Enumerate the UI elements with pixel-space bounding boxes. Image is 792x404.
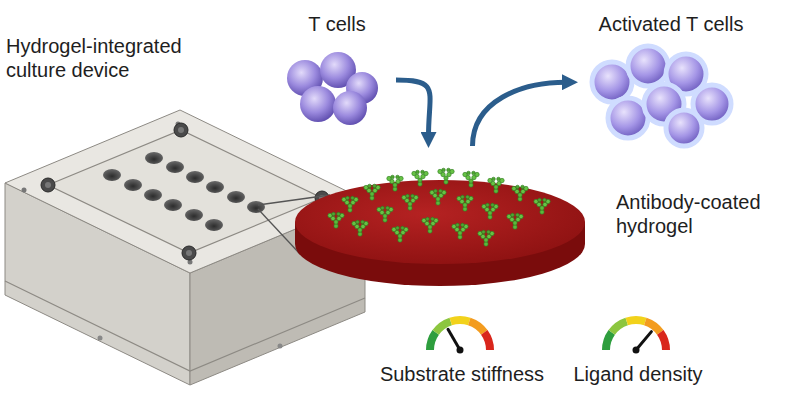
culture-device-part (22, 188, 27, 193)
wells-part (103, 169, 121, 181)
hydrogel-disc: Antibody-coated hydrogel (290, 148, 790, 288)
antibodies-part (377, 206, 393, 222)
node-label: Antibody-coated hydrogel (616, 190, 786, 238)
wells-part (206, 181, 224, 193)
antibodies-part (534, 198, 550, 214)
leader-lines-part (258, 209, 300, 254)
flow-arrow (473, 82, 567, 146)
culture-device-part (48, 130, 322, 253)
wells-part (166, 161, 184, 173)
density-dial-part (606, 320, 666, 350)
antibodies-part (392, 226, 408, 242)
density-dial (606, 320, 666, 353)
antibodies-part (364, 184, 380, 200)
screws (41, 123, 329, 260)
wells-part (144, 189, 162, 201)
t-cells-art-part (300, 86, 336, 122)
antibodies-part (387, 175, 403, 191)
t-cells-art-part (333, 91, 367, 125)
flow-arrow (396, 80, 430, 136)
activated-cells-art-part (628, 46, 668, 86)
stiffness-dial-part (430, 320, 490, 350)
antibodies-part (482, 203, 498, 219)
antibodies (328, 168, 550, 246)
antibodies-part (412, 170, 428, 186)
antibodies-part (507, 213, 523, 229)
hydrogel-disc-art-part (295, 180, 585, 264)
antibodies-part (402, 194, 418, 210)
node-label: T cells (280, 12, 394, 36)
stiffness-dial-part (448, 329, 460, 350)
antibodies-part (488, 177, 504, 193)
wells-part (247, 201, 265, 213)
node-label: Substrate stiffness (362, 362, 562, 386)
density-dial-part (636, 332, 651, 350)
wells-part (164, 199, 182, 211)
wells-part (205, 219, 223, 231)
screws-part (186, 250, 192, 256)
antibodies-part (457, 195, 473, 211)
antibodies-part (512, 185, 528, 201)
activated-cells-art-part (666, 110, 702, 146)
antibodies-part (342, 196, 358, 212)
node-label: Hydrogel-integrated culture device (6, 34, 206, 82)
culture-device-part (5, 281, 365, 371)
wells-part (185, 209, 203, 221)
stiffness-dial (430, 320, 490, 353)
antibodies-part (430, 189, 446, 205)
t-cells-art (287, 52, 378, 125)
antibodies-part (452, 223, 468, 239)
antibodies-part (352, 220, 368, 236)
wells-part (124, 179, 142, 191)
culture-device-part (278, 344, 283, 349)
cell-cluster: T cells (280, 8, 394, 128)
screws-part (41, 178, 55, 192)
culture-device-part (98, 336, 103, 341)
screws-part (178, 127, 184, 133)
antibodies-part (438, 168, 454, 184)
antibodies-part (328, 212, 344, 228)
activated-cells-art (592, 46, 731, 146)
device-label-box: Hydrogel-integrated culture device (4, 34, 218, 90)
stiffness-dial-part (457, 347, 464, 354)
antibodies-part (478, 230, 494, 246)
activated-cluster: Activated T cells (578, 8, 764, 148)
antibodies-part (463, 171, 479, 187)
wells-part (186, 171, 204, 183)
screws-part (182, 246, 196, 260)
wells-part (145, 152, 163, 164)
screws-part (174, 123, 188, 137)
stiffness-gauge: Substrate stiffness (362, 312, 562, 392)
wells-part (227, 191, 245, 203)
screws-part (45, 182, 51, 188)
node-label: Activated T cells (578, 12, 764, 36)
wells (103, 152, 265, 231)
hydrogel-disc-art (295, 180, 585, 286)
node-label: Ligand density (560, 362, 716, 386)
density-gauge: Ligand density (560, 312, 716, 392)
density-dial-part (633, 347, 640, 354)
antibodies-part (422, 217, 438, 233)
